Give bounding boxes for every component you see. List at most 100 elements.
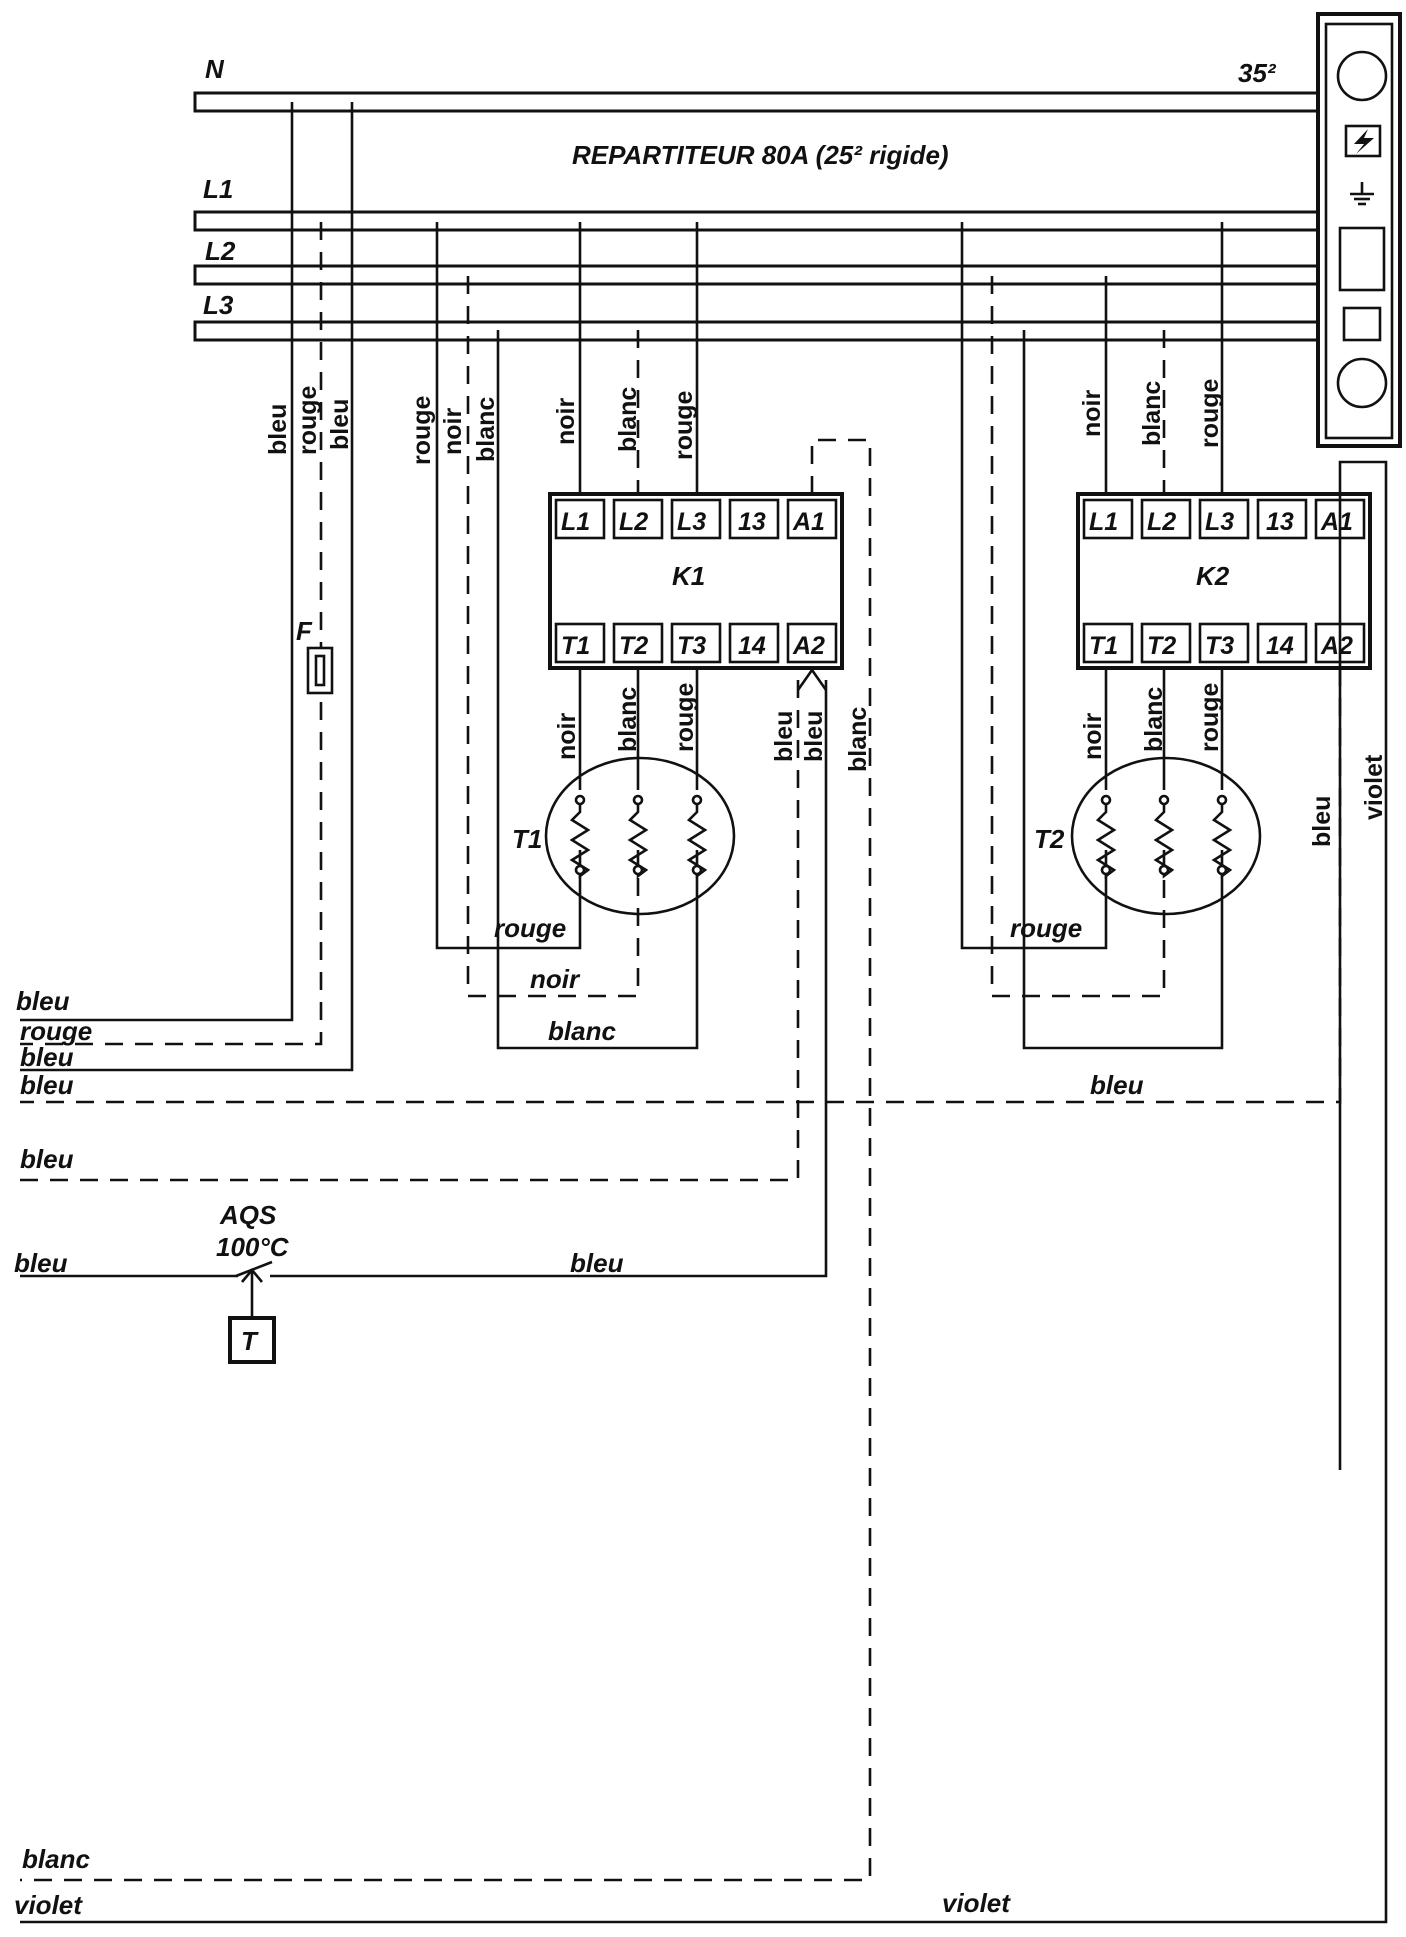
k1-terminal-l1: L1 — [561, 508, 590, 536]
resistor-icon — [686, 800, 708, 879]
k1-terminal-t2: T2 — [619, 632, 648, 660]
fuse-label: F — [296, 616, 313, 646]
wire-t1-rouge-loop — [435, 222, 582, 950]
label-t1-noir-vert: noir — [439, 408, 467, 455]
label-violet-bottom: violet — [942, 1888, 1011, 1918]
k1-terminal-l3: L3 — [677, 508, 706, 536]
label-t2-rouge-loop: rouge — [1010, 913, 1082, 943]
distribution-slot — [1338, 226, 1386, 292]
busbar-l3 — [193, 320, 1322, 342]
label-k1-rouge-bottom: rouge — [671, 682, 699, 752]
feed-wires: F bleu rouge bleu — [20, 102, 354, 1072]
wire-t1-noir-loop — [466, 276, 640, 998]
k2-terminal-13: 13 — [1266, 508, 1294, 536]
wire-aqs-bleu — [270, 680, 828, 1278]
aqs-name: AQS — [219, 1200, 277, 1230]
heater-t2-body — [1070, 756, 1262, 916]
label-bleu-feed-1: bleu — [264, 404, 292, 455]
aqs-sensor-box — [228, 1316, 276, 1364]
k1-group: noir blanc rouge rouge noir blanc rouge … — [408, 222, 844, 1050]
label-k1-noir-top: noir — [552, 398, 580, 445]
heater-t1-label: T1 — [512, 824, 542, 854]
heater-t2: T2 — [1034, 756, 1262, 916]
wire-a1-blanc — [20, 438, 872, 1882]
k2-terminal-a1: A1 — [1320, 508, 1353, 536]
distribution-square — [1342, 306, 1382, 342]
contactor-k2: L1 L2 L3 13 A1 T1 T2 T3 14 A2 K2 — [1076, 492, 1372, 670]
k2-terminal-l3: L3 — [1205, 508, 1234, 536]
resistor-icon — [1153, 800, 1175, 879]
k2-terminal-t3: T3 — [1205, 632, 1234, 660]
resistor-icon — [1211, 800, 1233, 879]
wire-t2-rouge-loop — [960, 222, 1108, 950]
outgoing-labels: bleu rouge bleu bleu bleu bleu bleu bleu… — [14, 986, 1144, 1920]
label-out-bleu-5: bleu — [14, 1248, 68, 1278]
heater-t2-label: T2 — [1034, 824, 1065, 854]
label-k1-blanc-bottom: blanc — [614, 687, 642, 752]
label-t1-blanc-loop: blanc — [548, 1016, 616, 1046]
junction-a2 — [796, 667, 828, 691]
k2-terminal-t1: T1 — [1089, 632, 1118, 660]
label-out-bleu-4: bleu — [20, 1144, 74, 1174]
busbar-n — [193, 91, 1322, 113]
label-out-bleu-2: bleu — [20, 1042, 74, 1072]
resistor-icon — [1095, 800, 1117, 879]
busbar-l1 — [193, 210, 1322, 232]
busbar-label-l1: L1 — [203, 174, 233, 204]
k2-terminal-14: 14 — [1266, 632, 1294, 660]
k1-terminal-a1: A1 — [792, 508, 825, 536]
busbar-section: 35² — [1238, 58, 1277, 88]
control-wires: bleu bleu blanc bleu violet — [20, 438, 1388, 1924]
label-out-blanc: blanc — [22, 1844, 90, 1874]
busbar-label-l2: L2 — [205, 236, 236, 266]
wire-l1-rouge — [20, 222, 323, 1046]
k2-terminal-t2: T2 — [1147, 632, 1176, 660]
wire-violet — [20, 460, 1388, 1924]
label-k2-blanc-bottom: blanc — [1140, 687, 1168, 752]
label-t1-rouge-loop: rouge — [494, 913, 566, 943]
label-out-violet: violet — [14, 1890, 83, 1920]
label-k2-noir-bottom: noir — [1079, 713, 1107, 760]
busbar-label-n: N — [205, 54, 225, 84]
label-a2-bleu-2: bleu — [800, 711, 828, 762]
k1-terminal-l2: L2 — [619, 508, 648, 536]
contactor-k1: L1 L2 L3 13 A1 T1 T2 T3 14 A2 K1 — [548, 492, 844, 670]
wire-neutral-bleu — [20, 102, 294, 1022]
k1-terminal-t3: T3 — [677, 632, 706, 660]
resistor-icon — [627, 800, 649, 879]
label-aqs-bleu: bleu — [570, 1248, 624, 1278]
label-k2-blanc-top: blanc — [1138, 381, 1166, 446]
aqs-switch-blade — [235, 1260, 273, 1278]
busbar-title: REPARTITEUR 80A (25² rigide) — [572, 140, 949, 170]
distribution-screw-bottom — [1336, 357, 1388, 409]
busbar-label-l3: L3 — [203, 290, 234, 320]
label-t1-blanc-vert: blanc — [472, 397, 500, 462]
heater-t1-body — [544, 756, 736, 916]
wire-t2-noir-loop — [990, 276, 1166, 998]
wire-t2-blanc-loop — [1022, 330, 1224, 1050]
k1-terminal-a2: A2 — [792, 632, 825, 660]
label-a2-bleu-1: bleu — [770, 711, 798, 762]
label-bleu-feed-2: bleu — [326, 399, 354, 450]
label-bleu-k2-return: bleu — [1090, 1070, 1144, 1100]
label-a1-blanc: blanc — [844, 707, 872, 772]
distribution-block — [1316, 12, 1402, 448]
k1-terminal-13: 13 — [738, 508, 766, 536]
label-out-bleu-1: bleu — [16, 986, 70, 1016]
label-k2-noir-top: noir — [1078, 390, 1106, 437]
k2-terminal-l2: L2 — [1147, 508, 1176, 536]
k1-terminal-14: 14 — [738, 632, 766, 660]
ground-icon — [1350, 182, 1374, 206]
busbar-group: N L1 L2 L3 REPARTITEUR 80A (25² rigide) … — [193, 54, 1322, 342]
label-violet-vertical: violet — [1360, 754, 1388, 820]
label-k2-a2-bleu: bleu — [1308, 796, 1336, 847]
distribution-screw-top — [1336, 50, 1388, 102]
label-k2-rouge-top: rouge — [1196, 378, 1224, 448]
aqs-arrow-icon — [241, 1267, 263, 1283]
aqs-sensor-symbol: T — [241, 1326, 259, 1356]
label-k1-rouge-top: rouge — [670, 390, 698, 460]
k1-terminal-t1: T1 — [561, 632, 590, 660]
contactor-k1-name: K1 — [672, 561, 705, 591]
fuse: F — [296, 616, 334, 695]
